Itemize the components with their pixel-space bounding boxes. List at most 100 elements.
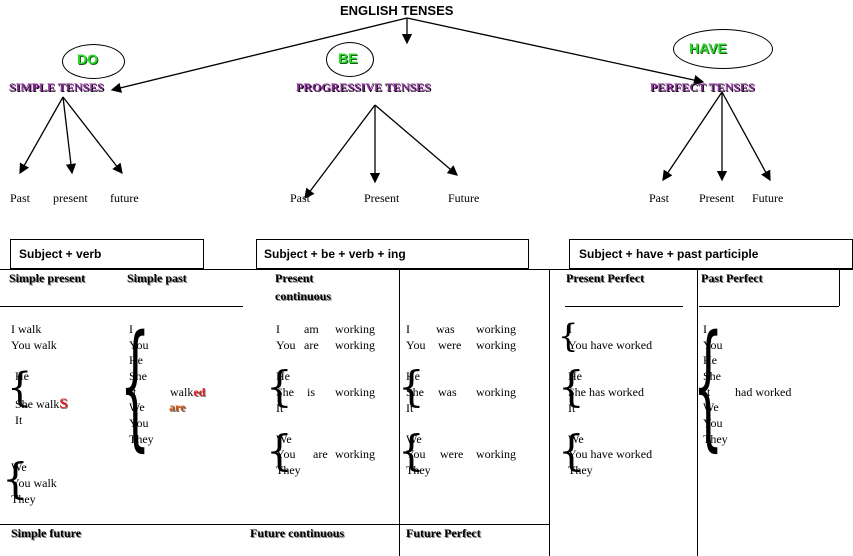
header-present-perfect: Present Perfect [566, 271, 645, 285]
sp-she-walk: She walk [15, 397, 60, 411]
pc-pronoun: You [276, 447, 296, 461]
header-simple-future: Simple future [11, 526, 82, 540]
sp-text: She walkS [15, 396, 68, 413]
ppc-pronoun: You [406, 338, 426, 352]
ppf-pronoun: We [703, 400, 719, 414]
form-label: Present [699, 191, 735, 205]
pp-text: She has worked [568, 385, 644, 399]
sp-text: You walk [11, 338, 57, 352]
sp-text: You walk [11, 476, 57, 490]
page-title: ENGLISH TENSES [340, 3, 454, 18]
pp-text: I [568, 322, 572, 336]
brace: { [558, 317, 579, 355]
sp-text: It [15, 413, 23, 427]
ppf-pronoun: You [703, 338, 723, 352]
header-past-perfect: Past Perfect [701, 271, 763, 285]
form-label: Past [649, 191, 670, 205]
sp-text: He [15, 369, 29, 383]
ppc-pronoun: They [406, 463, 431, 477]
pc-working: working [335, 338, 375, 352]
pc-pronoun: He [276, 369, 290, 383]
brace: { [398, 362, 425, 411]
ppc-pronoun: We [406, 432, 422, 446]
form-label: present [53, 191, 88, 205]
ppf-pronoun: It [703, 385, 711, 399]
ppc-pronoun: I [406, 322, 410, 336]
category-perfect: PERFECT TENSES [650, 80, 755, 94]
ppc-pronoun: You [406, 447, 426, 461]
header-simple-past: Simple past [127, 271, 187, 285]
form-label: future [110, 191, 139, 205]
ppf-pronoun: You [703, 416, 723, 430]
pc-aux: are [313, 447, 328, 461]
aux-be: BE [338, 50, 358, 66]
ppc-working: working [476, 447, 516, 461]
brace: { [266, 362, 293, 411]
header-present-continuous: Present [275, 271, 314, 285]
brace: { [120, 307, 151, 465]
rule [699, 306, 839, 307]
pp-text: We [568, 432, 584, 446]
form-label: Present [364, 191, 400, 205]
pc-working: working [335, 322, 375, 336]
table-top-line [0, 269, 853, 270]
formula-text: Subject + be + verb + ing [264, 247, 406, 261]
ppc-working: working [476, 322, 516, 336]
pc-aux: are [304, 338, 319, 352]
pc-pronoun: She [276, 385, 294, 399]
sp-past-pronoun: You [129, 338, 149, 352]
col-divider [549, 269, 550, 556]
pc-pronoun: You [276, 338, 296, 352]
ppf-pronoun: They [703, 432, 728, 446]
sp-past-pronoun: She [129, 369, 147, 383]
tree-arrows [19, 17, 771, 200]
form-label: Future [752, 191, 784, 205]
had-worked: had worked [735, 385, 792, 399]
ppf-pronoun: I [703, 322, 707, 336]
formula-box-perfect: Subject + have + past participle [569, 239, 853, 269]
col-divider [839, 269, 840, 306]
formula-box-progressive: Subject + be + verb + ing [256, 239, 529, 269]
col-divider [399, 269, 400, 556]
sp-text: We [11, 460, 27, 474]
category-progressive: PROGRESSIVE TENSES [296, 80, 431, 94]
pc-pronoun: It [276, 401, 284, 415]
pp-text: You have worked [568, 338, 653, 352]
sp-past-are: are [169, 400, 186, 414]
rule [0, 524, 549, 525]
formula-text: Subject + verb [19, 247, 102, 261]
pp-text: He [568, 369, 582, 383]
brace: { [2, 454, 29, 503]
form-label: Past [290, 191, 311, 205]
header-simple-present: Simple present [9, 271, 86, 285]
do-ellipse [62, 44, 125, 79]
brace: { [693, 307, 724, 465]
ppc-working: working [476, 385, 516, 399]
pp-text: You have worked [568, 447, 653, 461]
ppc-aux: were [440, 447, 464, 461]
header-future-continuous: Future continuous [250, 526, 345, 540]
aux-have: HAVE [689, 40, 727, 56]
ppc-aux: was [436, 322, 455, 336]
pc-pronoun: We [276, 432, 292, 446]
formula-box-simple: Subject + verb [10, 239, 204, 269]
category-simple: SIMPLE TENSES [9, 80, 104, 94]
form-label: Past [10, 191, 31, 205]
sp-past-pronoun: I [129, 322, 133, 336]
third-person-s: S [59, 396, 68, 412]
brace: { [7, 365, 33, 411]
sp-past-pronoun: We [129, 400, 145, 414]
brace: { [266, 426, 293, 475]
sp-past-pronoun: It [129, 385, 137, 399]
ppc-aux: was [438, 385, 457, 399]
ppc-pronoun: It [406, 401, 414, 415]
sp-text: I walk [11, 322, 42, 336]
brace: { [558, 426, 585, 475]
form-label: Future [448, 191, 480, 205]
ppc-aux: were [438, 338, 462, 352]
pc-working: working [335, 385, 375, 399]
pc-aux: am [304, 322, 319, 336]
sp-past-pronoun: They [129, 432, 154, 446]
sp-past-pronoun: You [129, 416, 149, 430]
ppc-pronoun: He [406, 369, 420, 383]
